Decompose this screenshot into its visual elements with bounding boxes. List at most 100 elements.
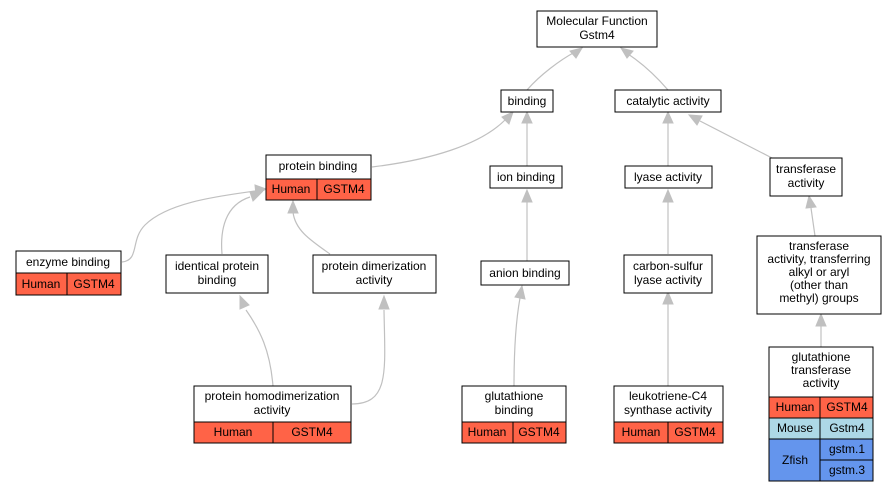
node-leukotriene-line-1: leukotriene-C4 [629, 389, 707, 403]
node-gst-line-3: activity [803, 376, 840, 390]
arrowhead-identical-proteinbinding [249, 191, 264, 202]
node-transferase-alkyl-aryl[interactable]: transferase activity, transferring alkyl… [756, 235, 882, 315]
node-protein-homodimerization-activity[interactable]: protein homodimerization activity Human … [193, 385, 352, 444]
node-catalytic-activity-label: catalytic activity [626, 94, 709, 108]
node-alkyl-line-5: methyl) groups [779, 291, 858, 305]
node-enzyme-binding-label: enzyme binding [26, 255, 110, 269]
protein-binding-species: Human [272, 182, 311, 196]
arrowhead-glutbinding-anion [514, 284, 526, 300]
node-dimerization-line-2: activity [356, 273, 393, 287]
node-root[interactable]: Molecular Function Gstm4 [536, 10, 658, 48]
node-lyase-activity-label: lyase activity [634, 170, 702, 184]
node-dimerization-line-1: protein dimerization [322, 259, 427, 273]
node-protein-dimerization-activity[interactable]: protein dimerization activity [312, 254, 437, 294]
leukotriene-gene-cell [667, 421, 724, 444]
node-leukotriene-line-2: synthase activity [624, 403, 712, 417]
edge-enzymebinding-proteinbinding [121, 189, 263, 263]
gst-zfish-gene-1: gstm.1 [829, 442, 865, 456]
arrowhead-alkyl-transferase [805, 194, 817, 209]
node-leukotriene-c4-synthase-activity[interactable]: leukotriene-C4 synthase activity Human G… [613, 385, 724, 444]
edge-proteinbinding-binding [371, 119, 506, 168]
arrowhead-lyase-catalytic [662, 110, 674, 124]
node-alkyl-line-3: alkyl or aryl [789, 265, 850, 279]
edge-binding-root [526, 51, 576, 91]
node-glutbinding-line-1: glutathione [485, 389, 544, 403]
node-binding[interactable]: binding [500, 89, 554, 113]
enzyme-binding-species: Human [22, 277, 61, 291]
node-anion-binding-label: anion binding [489, 266, 560, 280]
gst-zfish-gene2-cell [819, 459, 874, 482]
node-homodimer-line-2: activity [254, 403, 291, 417]
arrowhead-catalytic-root [619, 47, 634, 59]
node-transferase-line-1: transferase [776, 162, 836, 176]
gst-zfish-species: Zfish [782, 453, 808, 467]
arrowhead-binding-root [569, 47, 584, 59]
arrowhead-carbonsulfur-lyase [662, 188, 674, 203]
leukotriene-gene: GSTM4 [674, 425, 716, 439]
node-gst-line-2: transferase [791, 363, 851, 377]
node-alkyl-line-4: (other than [790, 278, 848, 292]
edge-transferase-catalytic [699, 120, 773, 159]
node-transferase-activity[interactable]: transferase activity [769, 157, 843, 197]
arrowhead-gst-alkyl [815, 312, 827, 327]
arrowhead-proteinbinding-binding [501, 111, 514, 125]
node-identical-protein-binding[interactable]: identical protein binding [165, 254, 269, 294]
node-ion-binding-label: ion binding [497, 170, 555, 184]
node-protein-binding[interactable]: protein binding Human GSTM4 [265, 154, 372, 201]
arrowhead-homodimer-identical [239, 294, 250, 310]
arrowhead-ionbinding-binding [521, 110, 533, 124]
node-carbon-sulfur-line-2: lyase activity [634, 273, 702, 287]
node-anion-binding[interactable]: anion binding [480, 260, 570, 286]
edge-homodimer-identical [245, 309, 274, 387]
arrowhead-leukotriene-carbonsulfur [662, 290, 674, 305]
node-gst-line-1: glutathione [792, 350, 851, 364]
gst-mouse-gene: Gstm4 [829, 421, 865, 435]
node-ion-binding[interactable]: ion binding [489, 165, 563, 189]
arrowhead-dimerization-proteinbinding [287, 199, 299, 214]
homodimer-gene-cell [272, 421, 352, 444]
arrowhead-anion-ionbinding [521, 188, 533, 203]
node-identical-line-2: binding [198, 273, 237, 287]
edge-identical-proteinbinding [221, 196, 251, 255]
node-catalytic-activity[interactable]: catalytic activity [614, 89, 722, 113]
homodimer-species: Human [214, 425, 253, 439]
node-carbon-sulfur-lyase-activity[interactable]: carbon-sulfur lyase activity [623, 254, 713, 294]
leukotriene-species: Human [622, 425, 661, 439]
node-enzyme-binding[interactable]: enzyme binding Human GSTM4 [15, 250, 122, 296]
node-root-line-1: Molecular Function [546, 14, 647, 28]
arrowhead-homodimer-dimerization [378, 294, 390, 310]
edge-glutbinding-anion [513, 297, 521, 387]
protein-binding-gene: GSTM4 [323, 182, 365, 196]
node-glutathione-transferase-activity[interactable]: glutathione transferase activity Human G… [768, 346, 874, 482]
protein-binding-gene-cell [316, 178, 372, 201]
gst-human-species: Human [776, 400, 815, 414]
edges [121, 47, 827, 405]
node-lyase-activity[interactable]: lyase activity [624, 165, 713, 189]
node-protein-binding-label: protein binding [279, 159, 358, 173]
homodimer-gene: GSTM4 [291, 425, 333, 439]
glutbinding-gene-cell [512, 421, 567, 444]
node-homodimer-line-1: protein homodimerization [205, 389, 340, 403]
glutbinding-gene: GSTM4 [518, 425, 560, 439]
node-root-line-2: Gstm4 [579, 28, 615, 42]
gst-zfish-gene-2: gstm.3 [829, 463, 865, 477]
node-identical-line-1: identical protein [175, 259, 259, 273]
edge-dimerization-proteinbinding [292, 211, 331, 255]
node-alkyl-line-2: activity, transferring [767, 252, 870, 266]
enzyme-binding-gene: GSTM4 [73, 277, 115, 291]
edge-catalytic-root [627, 53, 669, 91]
node-transferase-line-2: activity [788, 176, 825, 190]
node-glutathione-binding[interactable]: glutathione binding Human GSTM4 [461, 385, 567, 444]
arrowhead-transferase-catalytic [687, 114, 703, 126]
gst-mouse-species: Mouse [777, 421, 813, 435]
edge-homodimer-dimerization [351, 309, 386, 405]
edge-alkyl-transferase [810, 207, 816, 237]
node-alkyl-line-1: transferase [789, 239, 849, 253]
glutbinding-species: Human [468, 425, 507, 439]
node-binding-label: binding [508, 94, 547, 108]
enzyme-binding-gene-cell [66, 272, 122, 296]
gst-human-gene: GSTM4 [826, 400, 868, 414]
node-carbon-sulfur-line-1: carbon-sulfur [633, 259, 703, 273]
node-glutbinding-line-2: binding [495, 403, 534, 417]
